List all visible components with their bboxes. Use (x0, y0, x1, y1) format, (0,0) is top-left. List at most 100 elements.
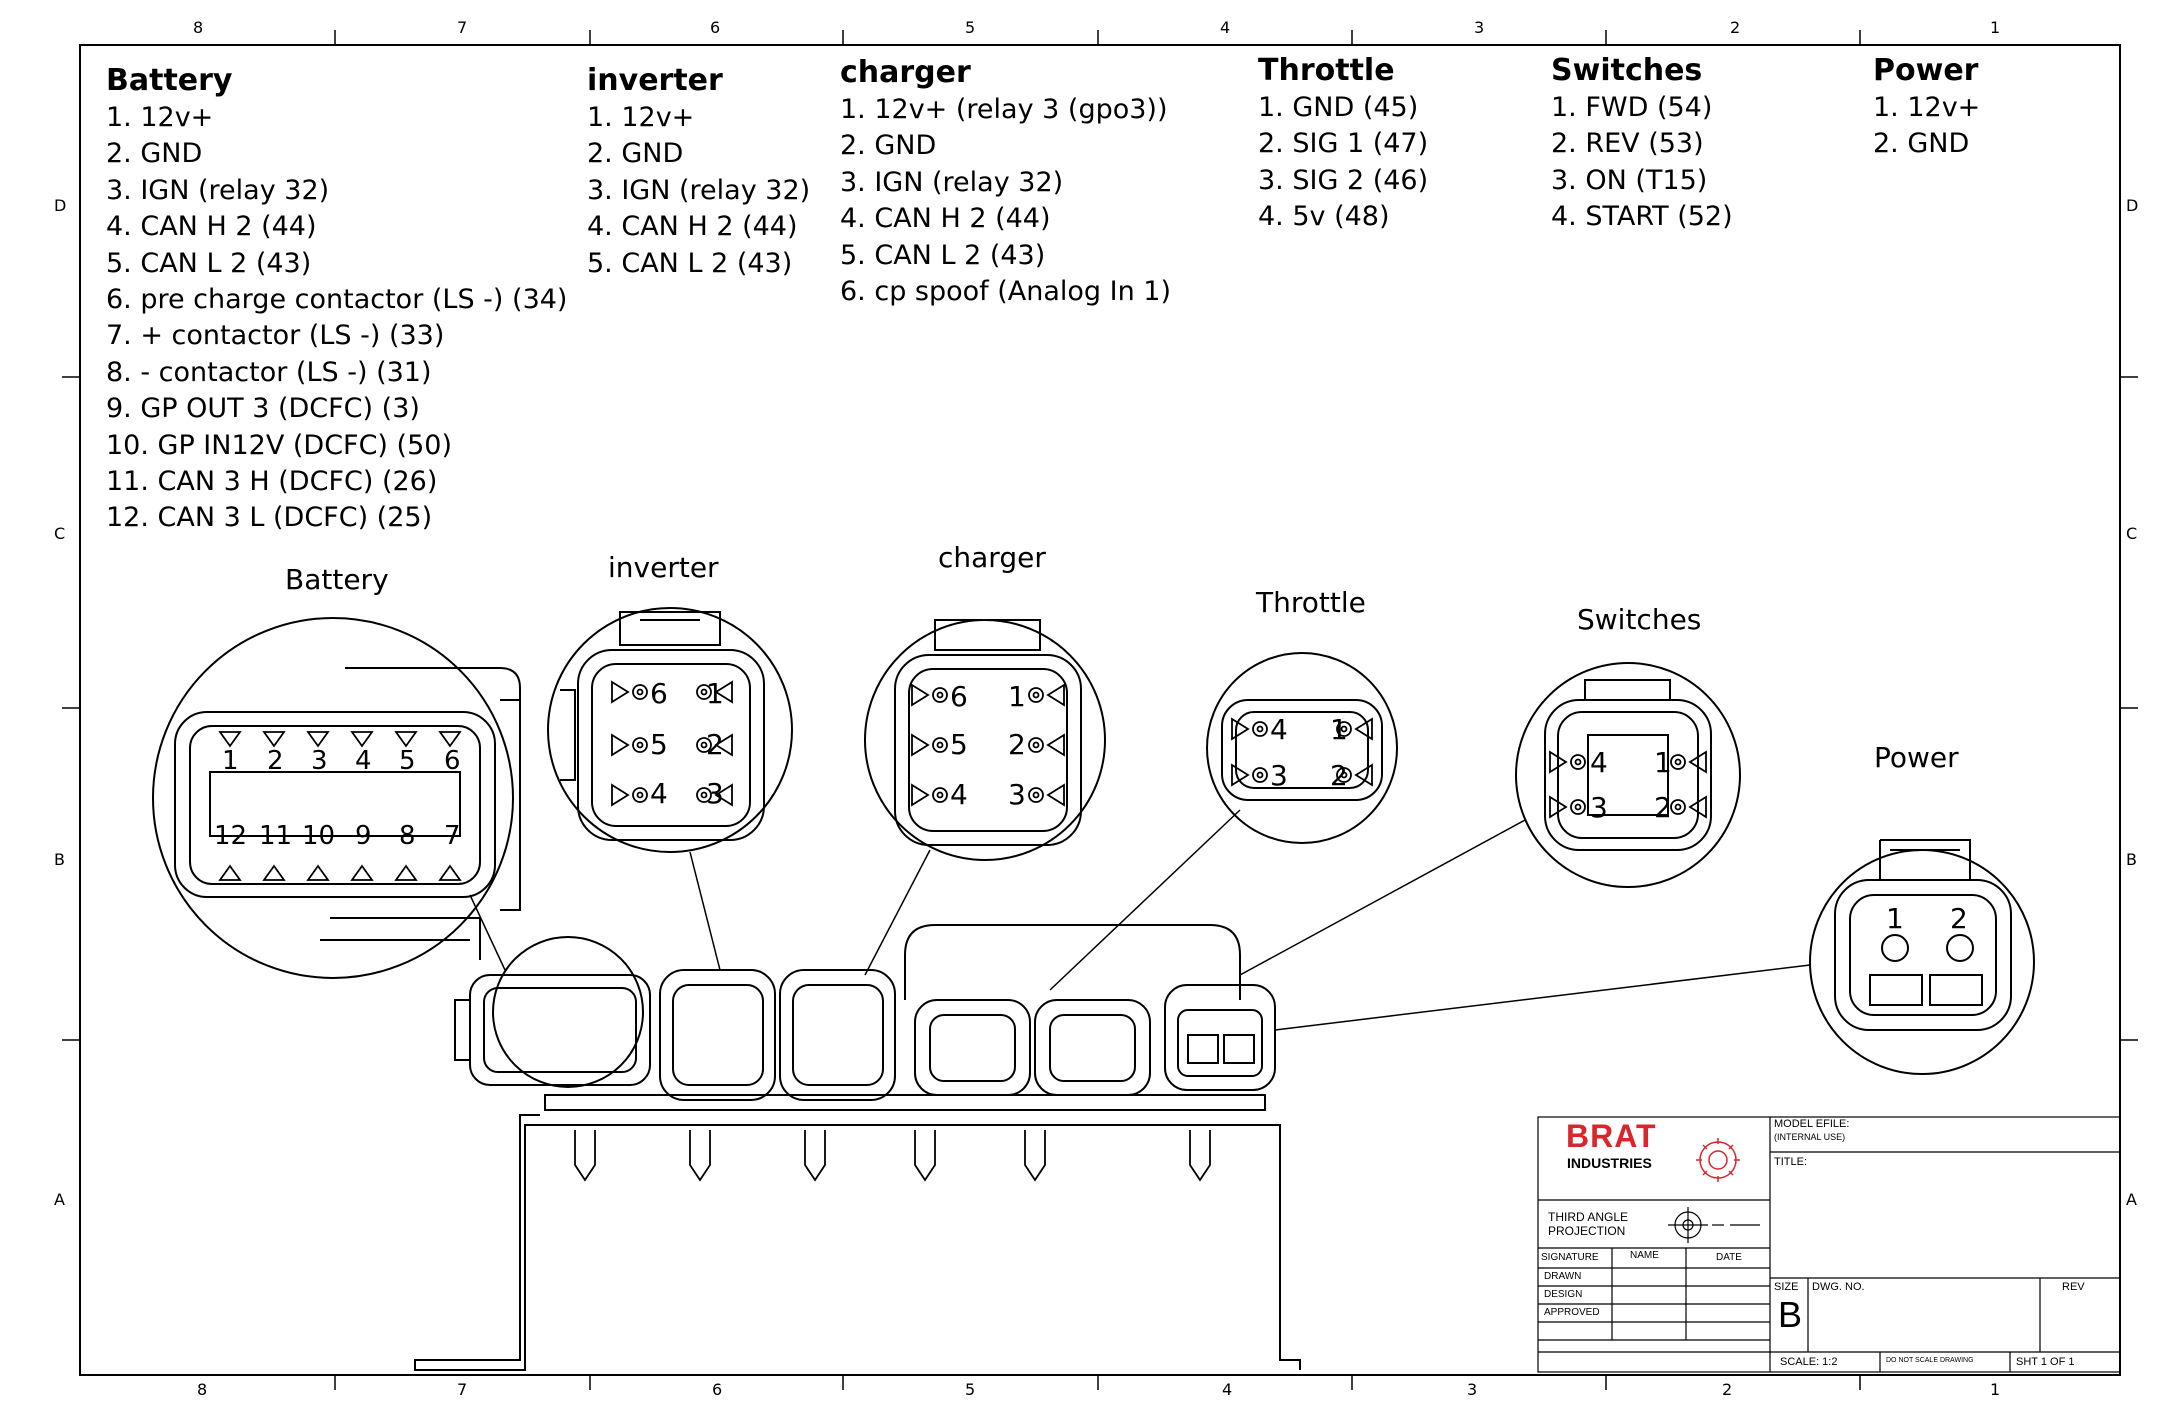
pin-list-item: 5. CAN L 2 (43) (840, 239, 1046, 271)
charger-pin-5: 5 (950, 728, 968, 761)
zone-col-top-6: 6 (710, 18, 721, 37)
battery-pin-12: 12 (214, 821, 248, 851)
pin-list-switches: Switches 1. FWD (54) 2. REV (53) 3. ON (… (1551, 52, 1733, 236)
pin-list-item: 7. + contactor (LS -) (33) (106, 320, 445, 352)
pin-list-title: Switches (1551, 53, 1703, 88)
pin-list-item: 5. CAN L 2 (43) (106, 247, 312, 279)
pin-list-item: 4. CAN H 2 (44) (106, 211, 317, 243)
zone-col-top-5: 5 (965, 18, 976, 37)
size-label: SIZE (1774, 1281, 1799, 1293)
title-label: TITLE: (1774, 1156, 1808, 1168)
zone-col-top-4: 4 (1220, 18, 1231, 37)
charger-pin-markers (911, 683, 1065, 807)
zone-col-bottom-6: 6 (712, 1380, 723, 1399)
switches-pin-1: 1 (1654, 746, 1672, 779)
battery-pin-3: 3 (311, 746, 328, 776)
label-throttle: Throttle (1256, 586, 1366, 619)
pin-list-title: Power (1873, 53, 1979, 88)
throttle-pin-markers (1231, 717, 1373, 787)
pin-list-item: 3. IGN (relay 32) (106, 174, 330, 206)
pin-list-item: 4. CAN H 2 (44) (587, 211, 798, 243)
battery-detail (152, 617, 521, 979)
pin-list-item: 1. GND (45) (1258, 92, 1419, 123)
pin-list-item: 8. - contactor (LS -) (31) (106, 356, 432, 388)
size-value: B (1778, 1294, 1803, 1335)
battery-pin-5: 5 (399, 746, 416, 776)
pin-list-item: 2. GND (1873, 128, 1970, 160)
power-pin-1 (1881, 934, 1909, 962)
switches-pin-4: 4 (1590, 746, 1608, 779)
logo-brat: BRAT (1566, 1118, 1657, 1154)
switches-pin-markers (1549, 750, 1707, 819)
charger-pin-3: 3 (1008, 778, 1026, 811)
zone-col-bottom-1: 1 (1990, 1380, 2001, 1399)
zone-col-top-3: 3 (1474, 18, 1485, 37)
design-label: DESIGN (1544, 1289, 1583, 1300)
battery-pin-11: 11 (259, 821, 293, 851)
signature-label: SIGNATURE (1541, 1252, 1599, 1263)
power-detail (1809, 839, 2035, 1075)
pin-list-item: 4. 5v (48) (1258, 201, 1390, 233)
label-power: Power (1874, 741, 1959, 774)
charger-pin-2: 2 (1008, 728, 1026, 761)
zone-row-right-a: A (2126, 1190, 2137, 1209)
inverter-pin-1: 1 (706, 677, 724, 710)
pin-list-item: 1. 12v+ (1873, 92, 1981, 123)
approved-label: APPROVED (1544, 1307, 1600, 1318)
zone-row-right-c: C (2126, 524, 2138, 543)
throttle-pin-2: 2 (1330, 759, 1348, 792)
zone-row-left-c: C (54, 524, 66, 543)
charger-pin-4: 4 (950, 778, 968, 811)
drawn-label: DRAWN (1544, 1271, 1582, 1282)
pin-list-item: 5. CAN L 2 (43) (587, 247, 793, 279)
pin-list-item: 2. GND (840, 130, 937, 162)
pin-list-item: 2. SIG 1 (47) (1258, 128, 1429, 160)
inverter-pin-5: 5 (650, 728, 668, 761)
zone-col-top-1: 1 (1990, 18, 2001, 37)
pin-list-item: 10. GP IN12V (DCFC) (50) (106, 429, 452, 461)
power-pin-label-1: 1 (1886, 902, 1904, 935)
throttle-pin-4: 4 (1270, 713, 1288, 746)
pin-list-item: 4. START (52) (1551, 201, 1733, 233)
label-battery: Battery (285, 563, 389, 596)
inverter-pin-4: 4 (650, 777, 668, 810)
label-switches: Switches (1577, 603, 1702, 636)
charger-pin-1: 1 (1008, 680, 1026, 713)
zone-ticks (62, 30, 2138, 1390)
battery-pin-6: 6 (444, 746, 461, 776)
zone-col-bottom-8: 8 (197, 1380, 208, 1399)
label-inverter: inverter (608, 551, 719, 584)
throttle-detail (1206, 652, 1398, 844)
inverter-pin-3: 3 (706, 777, 724, 810)
do-not-scale-label: DO NOT SCALE DRAWING (1886, 1357, 1974, 1364)
projection-label: THIRD ANGLE PROJECTION (1548, 1210, 1629, 1238)
inverter-pin-2: 2 (706, 728, 724, 761)
battery-pin-2: 2 (267, 746, 284, 776)
battery-pin-4: 4 (355, 746, 372, 776)
pin-list-charger: charger 1. 12v+ (relay 3 (gpo3)) 2. GND … (840, 54, 1171, 310)
battery-pin-9: 9 (355, 821, 372, 851)
connector-assembly (414, 924, 1301, 1371)
pin-list-item: 3. IGN (relay 32) (840, 166, 1064, 198)
dwg-no-label: DWG. NO. (1812, 1281, 1865, 1293)
pin-list-item: 12. CAN 3 L (DCFC) (25) (106, 502, 433, 534)
inverter-pin-markers (611, 680, 733, 807)
zone-col-top-2: 2 (1730, 18, 1741, 37)
internal-use-label: (INTERNAL USE) (1774, 1132, 1846, 1142)
zone-col-bottom-2: 2 (1722, 1380, 1733, 1399)
battery-pin-1: 1 (222, 746, 239, 776)
pin-list-item: 3. IGN (relay 32) (587, 174, 811, 206)
switches-pin-2: 2 (1654, 791, 1672, 824)
name-label: NAME (1630, 1250, 1659, 1261)
pin-list-item: 11. CAN 3 H (DCFC) (26) (106, 466, 438, 498)
power-pin-2 (1946, 934, 1974, 962)
battery-pin-7: 7 (444, 821, 461, 851)
mounting-studs (574, 1130, 1211, 1182)
zone-col-top-7: 7 (457, 18, 468, 37)
battery-pin-markers (218, 731, 462, 881)
zone-row-left-a: A (54, 1190, 65, 1209)
pin-list-item: 2. GND (106, 138, 203, 170)
pin-list-item: 1. 12v+ (106, 102, 214, 133)
pin-list-title: Throttle (1258, 53, 1395, 88)
